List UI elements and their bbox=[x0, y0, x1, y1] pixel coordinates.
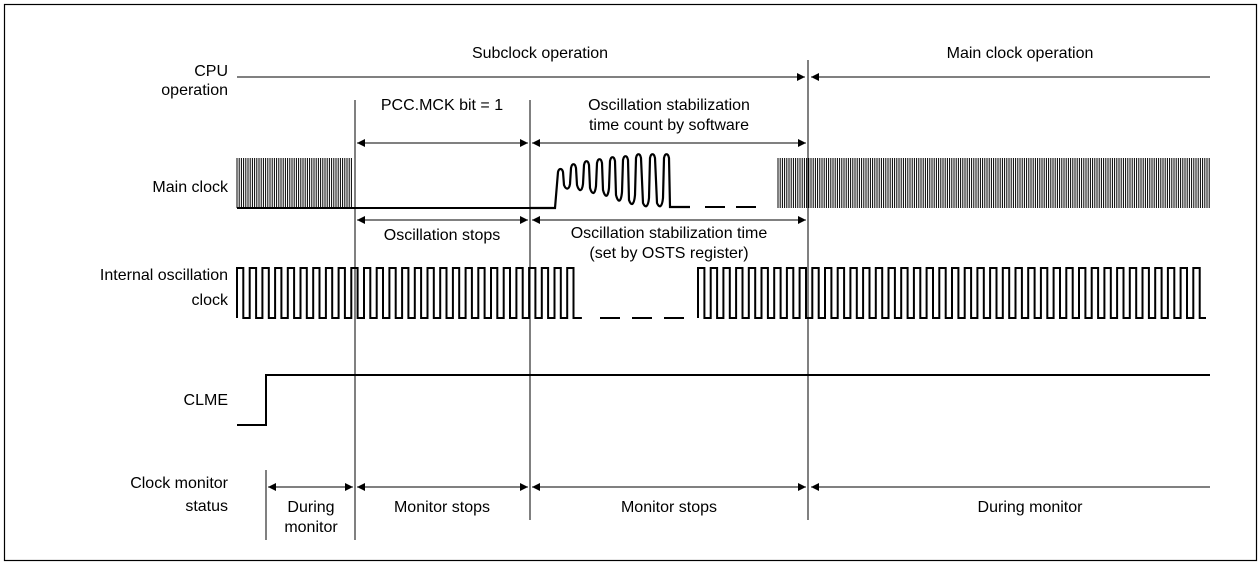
clme-signal bbox=[237, 374, 1210, 426]
diagram-frame bbox=[3, 3, 1258, 562]
main-clock-waveform bbox=[236, 158, 1210, 209]
main-clock-operation-label: Main clock operation bbox=[947, 45, 1094, 62]
arrowhead-icon bbox=[797, 73, 805, 81]
sw-count-span-arrow bbox=[532, 139, 806, 147]
stab-time-span-arrow bbox=[532, 216, 806, 224]
stab-time-label-line2: (set by OSTS register) bbox=[589, 245, 748, 262]
main-clock-label: Main clock bbox=[152, 179, 229, 196]
cpu-label-line2: operation bbox=[161, 82, 228, 99]
monitor-status-arrows bbox=[268, 483, 1210, 491]
osc-stops-label: Oscillation stops bbox=[384, 227, 501, 244]
status-monitor-stops-1: Monitor stops bbox=[394, 499, 490, 516]
main-clock-ramp-wave bbox=[530, 153, 690, 210]
internal-osc-label-line1: Internal oscillation bbox=[100, 267, 228, 284]
internal-osc-waveform bbox=[236, 267, 1206, 319]
osc-stops-span-arrow bbox=[357, 216, 528, 224]
clock-monitor-label-line1: Clock monitor bbox=[130, 475, 228, 492]
stab-time-label-line1: Oscillation stabilization time bbox=[571, 225, 768, 242]
pcc-mck-span-arrow bbox=[357, 139, 528, 147]
status-during-line1: During bbox=[287, 499, 334, 516]
status-during-line2: monitor bbox=[284, 519, 338, 536]
clme-label: CLME bbox=[184, 392, 228, 409]
pcc-mck-label: PCC.MCK bit = 1 bbox=[381, 97, 503, 114]
status-during-monitor: During monitor bbox=[978, 499, 1084, 516]
arrowhead-icon bbox=[811, 73, 819, 81]
status-monitor-stops-2: Monitor stops bbox=[621, 499, 717, 516]
cpu-label-line1: CPU bbox=[194, 63, 228, 80]
sw-count-label-line1: Oscillation stabilization bbox=[588, 97, 750, 114]
sw-count-label-line2: time count by software bbox=[589, 117, 749, 134]
internal-osc-label-line2: clock bbox=[192, 292, 229, 309]
subclock-operation-label: Subclock operation bbox=[472, 45, 608, 62]
clock-monitor-label-line2: status bbox=[185, 498, 228, 515]
